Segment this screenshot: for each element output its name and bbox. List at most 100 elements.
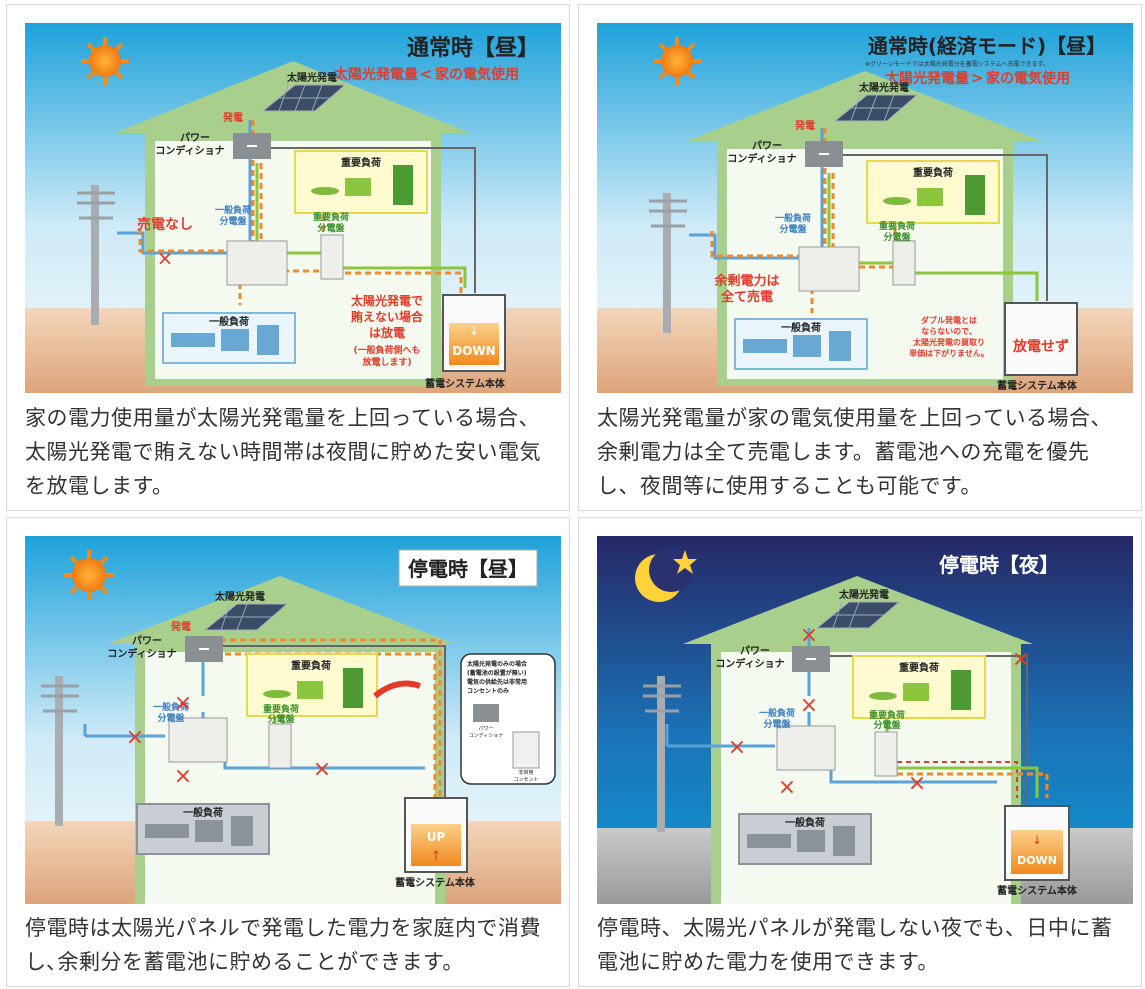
label-solar: 太陽光発電	[214, 590, 265, 603]
arrow-down-icon: ↓	[1032, 833, 1042, 847]
label-surplus-2: 全て売電	[720, 289, 773, 305]
storage-system-icon: UP ↑	[404, 797, 468, 873]
subtitle-operator: <	[420, 65, 433, 83]
subtitle-solar: 太陽光発電量	[334, 66, 418, 83]
general-breaker-board	[226, 240, 288, 286]
label-general-board-1: 一般負荷	[215, 204, 251, 216]
label-important-load: 重要負荷	[899, 661, 939, 674]
svg-text:パワー: パワー	[478, 726, 493, 732]
label-pcs-2: コンディショナ	[727, 152, 796, 165]
general-breaker-board	[798, 246, 860, 292]
solar-panel-icon	[261, 84, 347, 112]
sun-icon	[64, 550, 114, 600]
arrow-icon	[373, 680, 421, 699]
label-general-board-1: 一般負荷	[153, 701, 189, 713]
svg-text:太陽光発電の買取り: 太陽光発電の買取り	[912, 337, 985, 347]
important-load-box	[852, 655, 986, 719]
cross-icon: ×	[728, 735, 746, 760]
battery-status: 放電せず	[1012, 338, 1069, 355]
important-breaker-board	[268, 723, 292, 769]
label-important-board-2: 分電盤	[883, 231, 911, 243]
storage-system-icon: ↓ DOWN	[442, 294, 506, 372]
important-load-box	[294, 150, 428, 214]
label-general-board-2: 分電盤	[157, 712, 185, 724]
utility-pole-icon	[77, 185, 115, 325]
arrow-down-icon: ↓	[469, 324, 479, 338]
important-breaker-board	[892, 240, 916, 286]
sun-icon	[653, 37, 701, 85]
label-pcs-2: コンディショナ	[155, 144, 224, 157]
general-load-box	[734, 318, 868, 370]
svg-text:(一般負荷側へも: (一般負荷側へも	[353, 344, 420, 356]
svg-text:非常用: 非常用	[518, 769, 533, 776]
general-load-box	[738, 813, 872, 865]
label-storage: 蓄電システム本体	[997, 884, 1078, 897]
sun-icon	[81, 37, 129, 85]
cross-icon: ×	[778, 775, 796, 800]
battery-status: DOWN	[1017, 854, 1057, 867]
label-general-load: 一般負荷	[781, 321, 821, 334]
solar-panel-icon	[815, 601, 901, 629]
label-important-load: 重要負荷	[913, 166, 953, 179]
label-pcs-1: パワー	[132, 635, 162, 647]
general-breaker-board	[168, 717, 228, 763]
label-pcs-1: パワー	[180, 132, 210, 144]
svg-text:コンセント: コンセント	[513, 777, 538, 783]
label-important-load: 重要負荷	[341, 156, 381, 169]
label-no-sale: 売電なし	[137, 216, 193, 233]
label-generation: 発電	[170, 620, 191, 633]
panel-title: 通常時(経済モード)【昼】	[868, 34, 1106, 58]
panel-caption: 家の電力使用量が太陽光発電量を上回っている場合、太陽光発電で賄えない時間帯は夜間…	[25, 406, 541, 498]
label-generation: 発電	[794, 119, 815, 132]
label-storage: 蓄電システム本体	[997, 379, 1078, 392]
label-general-board-1: 一般負荷	[759, 707, 795, 719]
label-general-board-2: 分電盤	[779, 223, 807, 235]
subtitle-home: 家の電気使用	[986, 70, 1070, 87]
label-solar: 太陽光発電	[858, 81, 909, 94]
svg-text:(蓄電池の設置が無い): (蓄電池の設置が無い)	[467, 669, 527, 677]
svg-text:ダブル発電とは: ダブル発電とは	[921, 315, 977, 325]
storage-system-icon: ↓ DOWN	[1004, 805, 1070, 881]
disconnect-marks: × × × ×	[126, 691, 331, 789]
solar-panel-icon	[203, 603, 289, 631]
label-generation: 発電	[222, 111, 243, 124]
subtitle-operator: >	[971, 69, 984, 87]
label-general-load: 一般負荷	[183, 806, 223, 819]
label-general-load: 一般負荷	[785, 816, 825, 829]
cross-icon: ×	[908, 771, 926, 796]
panel-caption: 太陽光発電量が家の電気使用量を上回っている場合、余剰電力は全て売電します。蓄電池…	[597, 406, 1112, 498]
svg-text:は放電: は放電	[369, 325, 405, 340]
label-important-board-1: 重要負荷	[879, 220, 915, 232]
label-solar: 太陽光発電	[838, 588, 889, 601]
panel-title: 停電時【夜】	[939, 553, 1059, 577]
solar-panel-icon	[833, 94, 919, 122]
label-important-board-1: 重要負荷	[263, 703, 299, 715]
diagram-economy-day: 通常時(経済モード)【昼】 ※グリーンモードでは太陽光発電分を蓄電システムへ充電…	[597, 23, 1133, 393]
diagram-outage-day: 停電時【昼】 太陽光発電 発電 パワー コンディショナ	[25, 536, 561, 904]
label-important-load: 重要負荷	[291, 659, 331, 672]
utility-pole-icon	[41, 676, 79, 826]
important-breaker-board	[874, 731, 898, 777]
label-important-board-1: 重要負荷	[313, 211, 349, 223]
svg-text:太陽光発電で: 太陽光発電で	[351, 293, 423, 308]
label-surplus-1: 余剰電力は	[713, 273, 779, 289]
svg-text:電気の供給先は非常用: 電気の供給先は非常用	[467, 678, 527, 686]
panel-caption: 停電時、太陽光パネルが発電しない夜でも、日中に蓄電池に貯めた電力を使用できます。	[597, 916, 1113, 974]
svg-text:放電します): 放電します)	[361, 356, 411, 368]
discharge-callout: 太陽光発電で 賄えない場合 は放電 (一般負荷側へも 放電します)	[350, 293, 424, 368]
cross-icon: ×	[126, 725, 144, 750]
label-storage: 蓄電システム本体	[395, 876, 476, 889]
svg-text:コンディショナ: コンディショナ	[469, 732, 504, 739]
disconnect-marks: × × × × × ×	[728, 623, 1030, 800]
panel-normal-day: 通常時【昼】 太陽光発電量 < 家の電気使用 太陽光発電 発電	[6, 4, 570, 511]
label-important-board-2: 分電盤	[873, 719, 901, 731]
important-breaker-board	[320, 234, 344, 280]
panel-economy-day: 通常時(経済モード)【昼】 ※グリーンモードでは太陽光発電分を蓄電システムへ充電…	[578, 4, 1142, 511]
cross-icon: ×	[800, 623, 818, 648]
svg-text:太陽光発電のみの場合: 太陽光発電のみの場合	[466, 660, 528, 668]
label-important-board-1: 重要負荷	[869, 709, 905, 721]
label-general-load: 一般負荷	[209, 315, 249, 328]
utility-pole-icon	[643, 676, 681, 832]
battery-status: UP	[427, 830, 446, 844]
label-pcs-1: パワー	[752, 140, 782, 152]
